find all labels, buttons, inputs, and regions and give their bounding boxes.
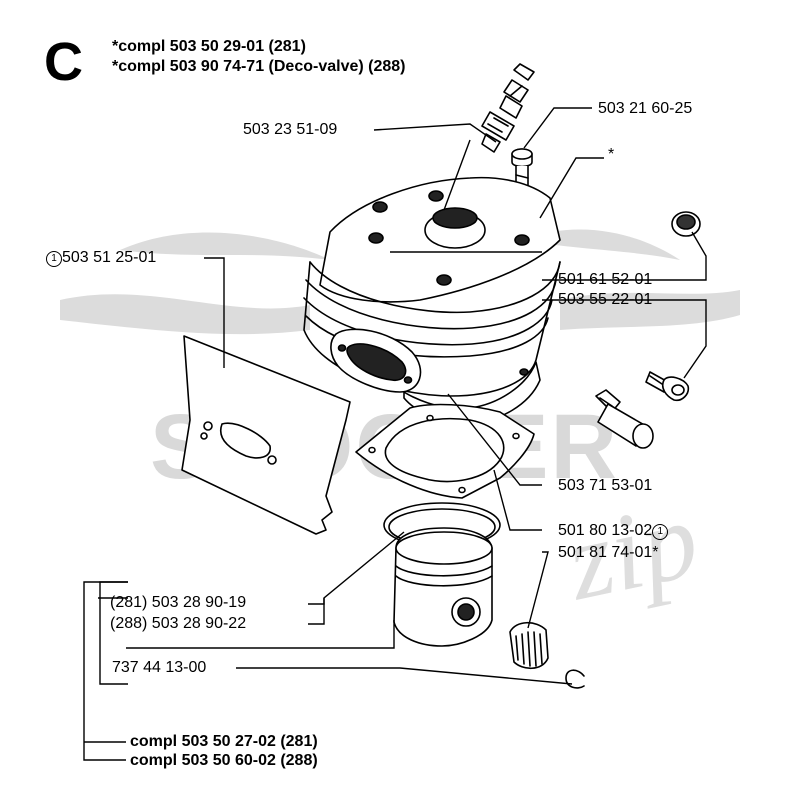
gasket-marker: 1 xyxy=(652,524,669,540)
part-cylinder-asterisk: * xyxy=(608,146,615,163)
piston xyxy=(393,527,493,647)
part-cap-label: 501 61 52-01 xyxy=(558,271,653,288)
leader-lines xyxy=(83,107,707,761)
watermark-text-2: zip xyxy=(555,477,708,623)
plate-number: 503 51 25-01 xyxy=(62,249,157,266)
part-piston-281-label: (281) 503 28 90-19 xyxy=(110,594,247,611)
section-letter: C xyxy=(44,32,83,92)
cylinder xyxy=(303,176,561,425)
gasket-number: 501 80 13-02 xyxy=(558,522,653,539)
part-bushing-label: 503 71 53-01 xyxy=(558,477,653,494)
circlip xyxy=(565,669,585,689)
compl-281-title: *compl 503 50 29-01 (281) xyxy=(112,38,306,55)
part-spark-plug-label: 503 23 51-09 xyxy=(243,121,338,138)
heat-shield-plate xyxy=(181,335,351,535)
decompression-valve xyxy=(645,371,690,402)
spark-plug xyxy=(481,63,535,153)
part-cylinder-screw-label: 503 21 60-25 xyxy=(598,100,693,117)
cap xyxy=(671,211,701,237)
compl-288-title: *compl 503 90 74-71 (Deco-valve) (288) xyxy=(112,58,406,75)
plate-marker: 1 xyxy=(46,251,62,267)
bushing xyxy=(595,389,654,449)
part-piston-288-label: (288) 503 28 90-22 xyxy=(110,615,247,632)
kit-281-label: compl 503 50 27-02 (281) xyxy=(130,733,318,750)
needle-bearing xyxy=(509,621,549,670)
kit-288-label: compl 503 50 60-02 (288) xyxy=(130,752,318,769)
part-needle-bearing-label: 501 81 74-01* xyxy=(558,544,659,561)
part-circlip-label: 737 44 13-00 xyxy=(112,659,207,676)
part-decomp-valve-label: 503 55 22-01 xyxy=(558,291,653,308)
